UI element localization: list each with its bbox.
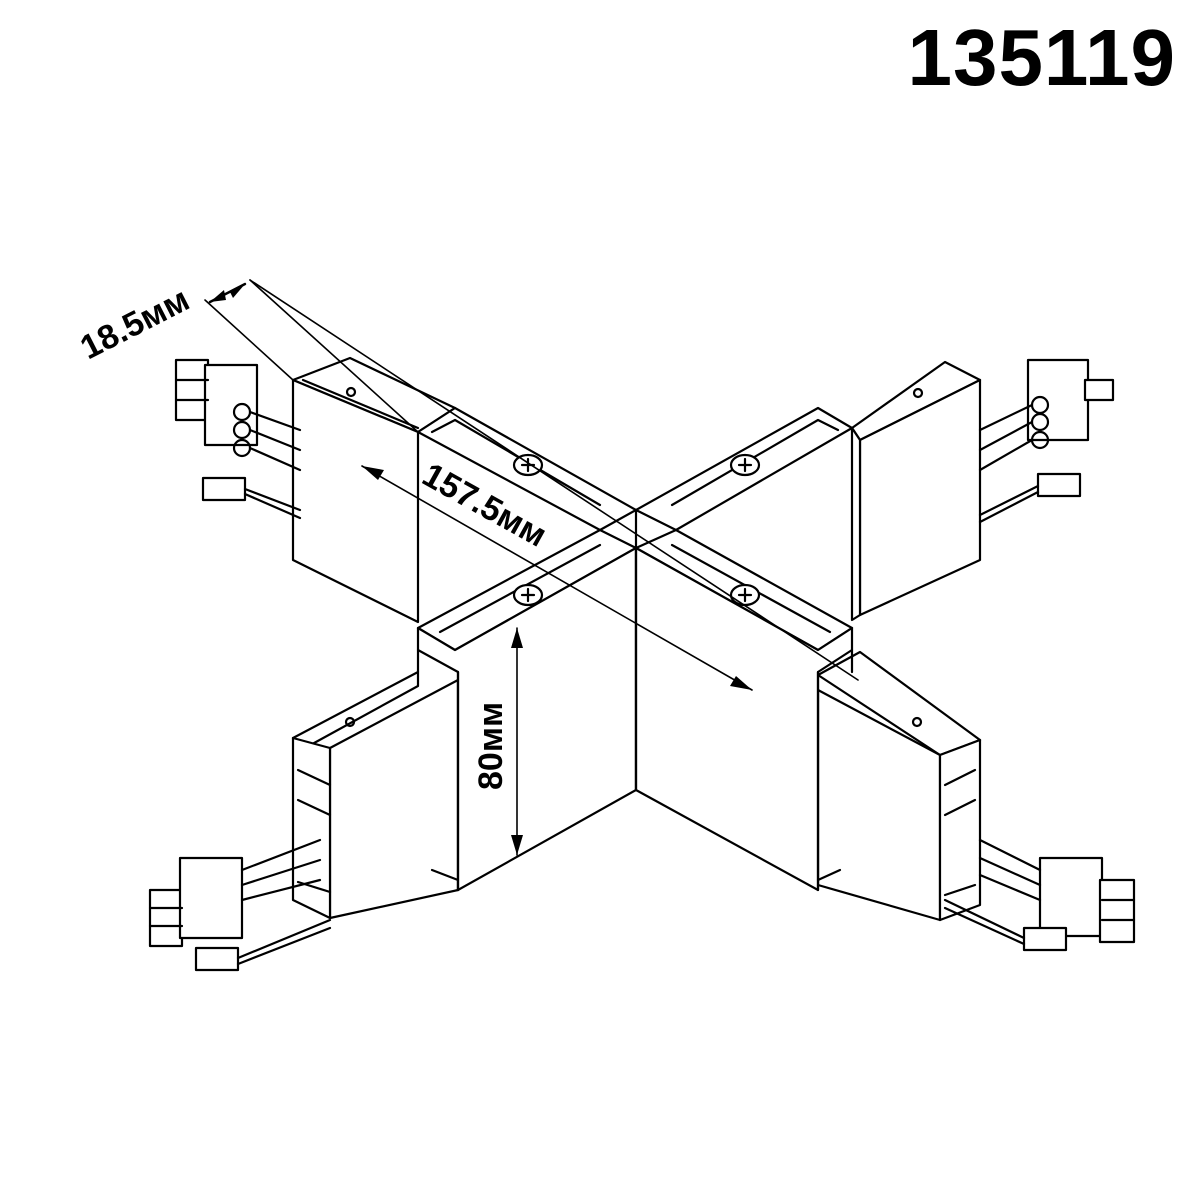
front-right-arm [816,650,982,922]
small-plug-icon [978,472,1082,524]
width-dimension-label: 18.5мм [74,280,195,367]
connector-block-icon [174,358,302,472]
small-plug-icon [201,476,302,520]
mounting-hole-icon [344,716,356,728]
mounting-hole-icon [912,387,924,399]
height-dimension-line [511,627,523,856]
mounting-hole-icon [911,716,923,728]
small-plug-icon [943,898,1068,952]
length-dimension-line [249,279,859,691]
mounting-hole-icon [345,386,357,398]
screw-icon [512,583,544,607]
center-front-faces [416,546,854,892]
screw-icon [512,453,544,477]
back-right-arm [850,360,982,622]
width-dimension-line [204,279,419,433]
connector-block-icon [148,838,322,948]
connector-block-icon [978,838,1136,944]
screw-icon [729,583,761,607]
height-dimension-label: 80мм [472,702,510,790]
front-left-arm [291,670,460,920]
connector-block-icon [978,358,1115,472]
product-code: 135119 [907,13,1176,102]
screw-icon [729,453,761,477]
small-plug-icon [194,918,332,972]
